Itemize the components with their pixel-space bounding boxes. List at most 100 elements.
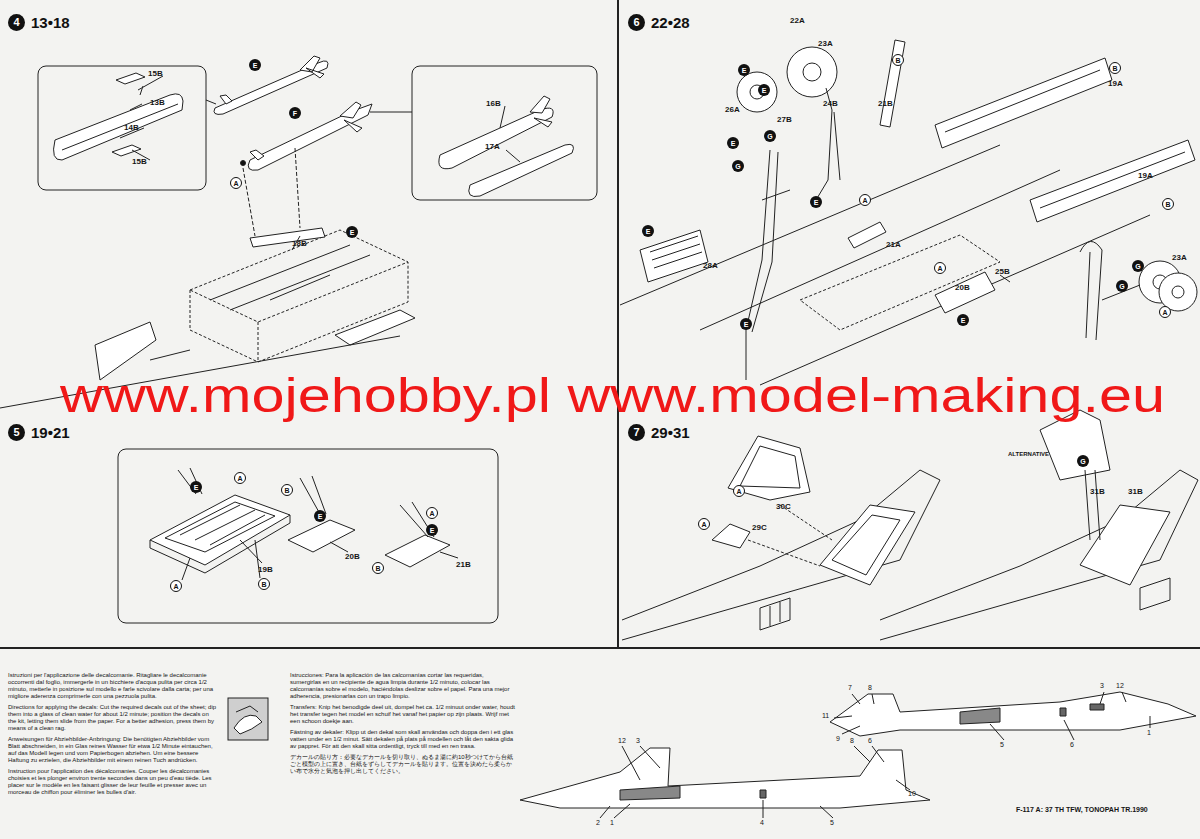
sprue-letter-dot: G: [1116, 280, 1128, 292]
decal-number: 4: [760, 819, 764, 826]
decal-instructions: Transfers: Knip het benodigde deel uit, …: [290, 704, 515, 725]
part-number: 19A: [1108, 80, 1123, 88]
decal-instructions: Istrucciones: Para la aplicación de las …: [290, 672, 515, 700]
decal-number: 6: [868, 737, 872, 744]
sprue-letter-dot: F: [289, 107, 301, 119]
color-letter-circle: A: [698, 518, 710, 530]
step6-drawing-part: [640, 230, 708, 282]
callout-letter: E: [814, 199, 819, 206]
step7-drawing-part: [740, 446, 800, 488]
decal-placement-view-part: [820, 806, 833, 818]
decal-placement-view-part: [763, 800, 764, 818]
step4-drawing-part: [112, 145, 141, 156]
decal-instructions: Fästning av dekaler: Klipp ut den dekal …: [290, 729, 515, 750]
decal-number: 1: [1147, 729, 1151, 736]
callout-letter: E: [646, 228, 651, 235]
part-number: 19A: [1138, 172, 1153, 180]
callout-letter: A: [233, 180, 238, 187]
callout-letter: G: [735, 163, 740, 170]
step5-drawing-part: [178, 468, 202, 494]
part-number: 19B: [258, 566, 273, 574]
part-number: 15B: [132, 158, 147, 166]
color-letter-circle: A: [426, 507, 438, 519]
step7-drawing-part: [880, 470, 1198, 640]
frame-line-part: [617, 0, 619, 648]
callout-letter: E: [318, 513, 323, 520]
step6-drawing-part: [800, 235, 1000, 330]
sprue-letter-dot: E: [740, 318, 752, 330]
step4-drawing-part: [500, 106, 505, 128]
callout-letter: A: [1162, 309, 1167, 316]
callout-letter: A: [237, 475, 242, 482]
part-number: 28A: [703, 262, 718, 270]
step7-drawing-part: [712, 524, 750, 548]
sprue-letter-dot: E: [727, 137, 739, 149]
part-number: 31B: [1090, 488, 1105, 496]
step4-drawing-part: [412, 66, 597, 200]
step4-drawing-part: [38, 66, 206, 190]
decal-placement-view-part: [872, 746, 884, 762]
decal-number: 3: [1100, 682, 1104, 689]
callout-letter: A: [937, 265, 942, 272]
step4-drawing-part: [190, 230, 408, 322]
callout-letter: B: [1112, 65, 1117, 72]
color-letter-circle: B: [372, 562, 384, 574]
step6-drawing-part: [935, 58, 1112, 148]
callout-letter: G: [1080, 458, 1085, 465]
callout-letter: E: [350, 229, 355, 236]
callout-letter: B: [284, 487, 289, 494]
decal-instructions: Instruction pour l'application des décal…: [8, 768, 218, 796]
part-number: 26A: [725, 106, 740, 114]
step4-drawing-part: [54, 94, 183, 160]
decal-placement-view-part: [600, 692, 1150, 818]
decal-placement-view-part: [1150, 716, 1151, 728]
color-letter-circle: B: [281, 484, 293, 496]
decal-placement-view-part: [960, 708, 1000, 724]
decal-placement-view-part: [842, 726, 860, 734]
decal-number: 2: [596, 819, 600, 826]
step4-drawing-part: [138, 76, 163, 90]
decal-placement-view-part: [1100, 692, 1104, 704]
part-number: 31B: [1128, 488, 1143, 496]
decal-icon-part: [236, 706, 258, 712]
callout-letter: E: [253, 62, 258, 69]
callout-letter: E: [744, 321, 749, 328]
decal-placement-view-part: [600, 806, 610, 818]
callout-letter: G: [1119, 283, 1124, 290]
decal-placement-view-part: [830, 692, 1196, 736]
step4-drawing-part: [220, 56, 324, 104]
decal-number: 5: [830, 819, 834, 826]
sprue-letter-dot: E: [957, 314, 969, 326]
sprue-letter-dot: E: [314, 510, 326, 522]
step-badge: 622•28: [628, 14, 690, 31]
decal-placement-view: [520, 692, 1196, 818]
part-number: 18B: [292, 240, 307, 248]
color-letter-circle: B: [1109, 62, 1121, 74]
decal-placement-view-part: [872, 694, 874, 704]
step4-drawing-part: [210, 245, 370, 310]
decal-number: 9: [836, 735, 840, 742]
part-number: 23A: [1172, 254, 1187, 262]
step7-drawing-part: [1085, 470, 1100, 540]
step5-drawing-part: [165, 502, 275, 552]
step6-drawing-part: [803, 63, 821, 81]
part-number: 23A: [818, 40, 833, 48]
step7-drawing-part: [728, 436, 810, 500]
callout-letter: A: [429, 510, 434, 517]
callout-letter: E: [762, 87, 767, 94]
color-letter-circle: B: [1162, 198, 1174, 210]
part-number: 20B: [955, 284, 970, 292]
color-letter-circle: A: [733, 485, 745, 497]
step6-drawing-part: [1080, 241, 1102, 340]
decal-placement-view-part: [852, 694, 860, 704]
decal-placement-view-part: [1064, 720, 1074, 740]
decal-number: 8: [850, 737, 854, 744]
step7-drawing-part: [748, 540, 820, 566]
step4-drawing-part: [241, 161, 246, 166]
decal-number: 6: [1070, 741, 1074, 748]
step-part-range: 13•18: [31, 15, 70, 30]
step5-drawing-part: [385, 535, 450, 567]
step6-drawing-part: [880, 40, 905, 127]
step6-drawing-part: [935, 272, 995, 313]
step6-drawing: [620, 40, 1197, 385]
